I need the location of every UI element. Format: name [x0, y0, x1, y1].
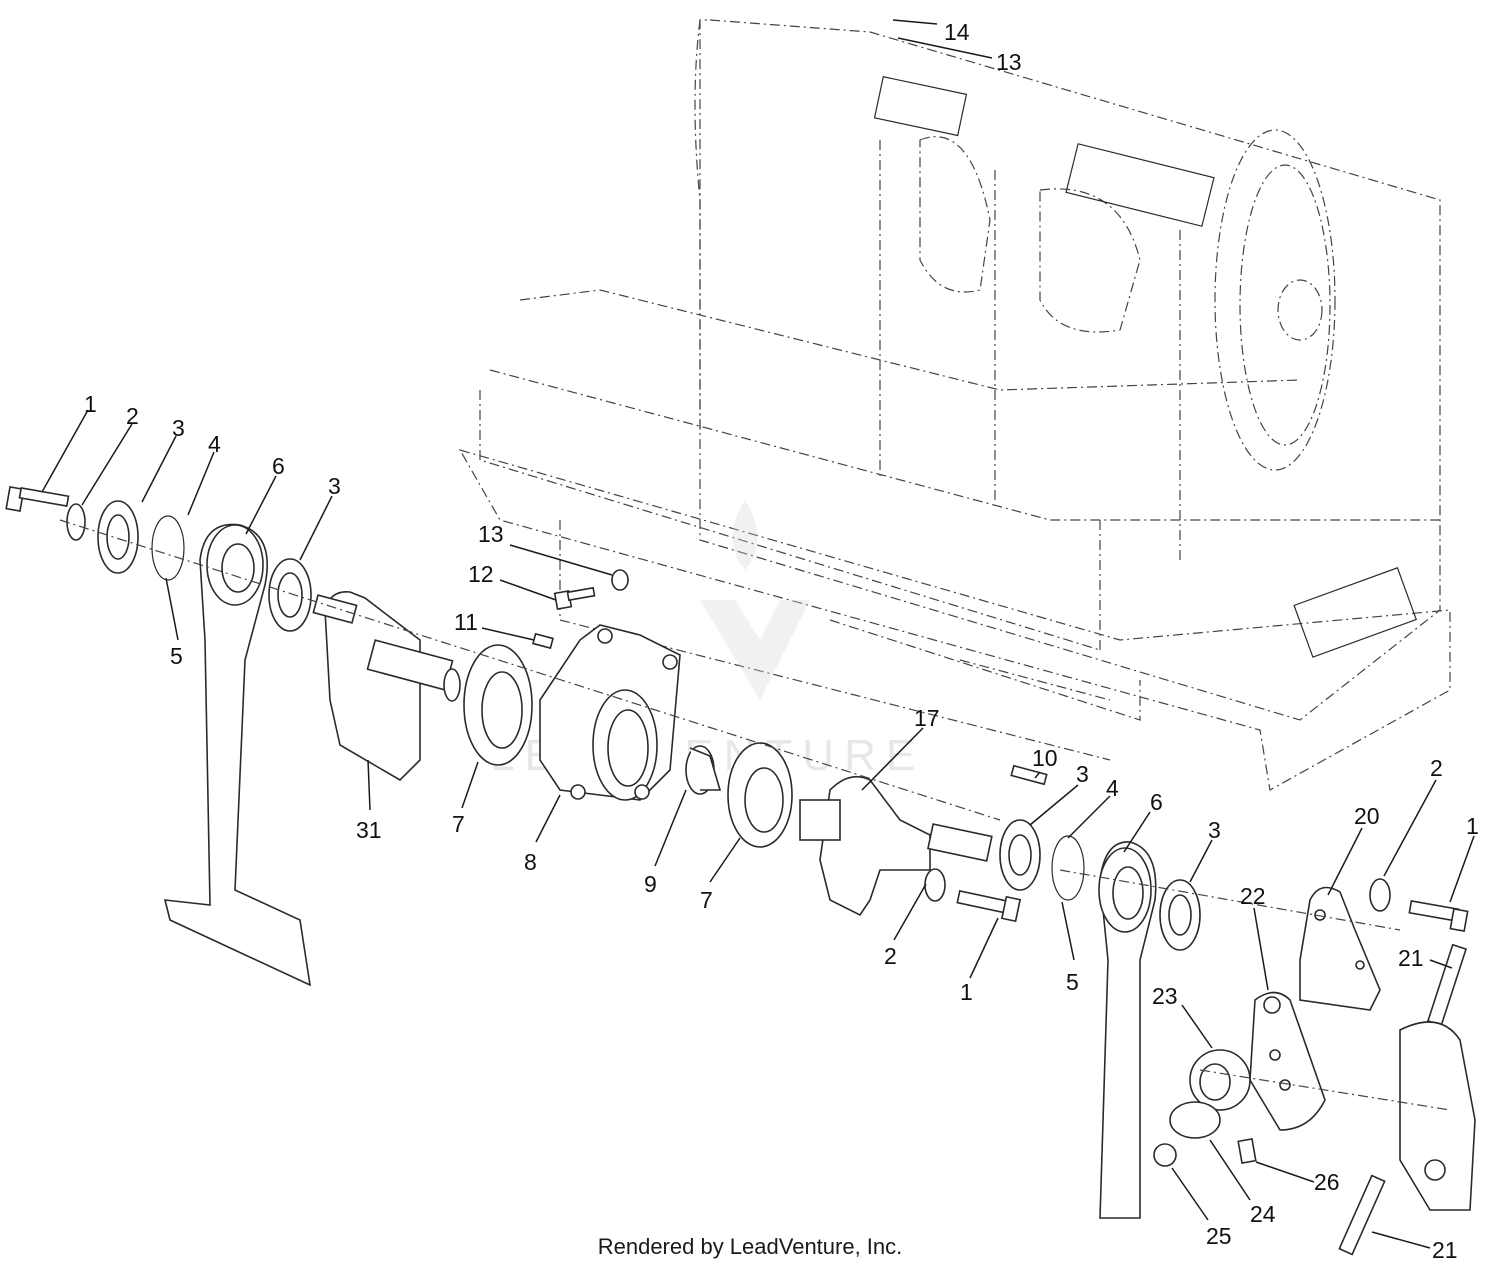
callout-label: 3 — [1208, 817, 1221, 843]
crank-part — [799, 764, 1048, 923]
callout-labels: 1 2 3 4 6 3 5 31 7 8 11 12 13 14 13 9 7 … — [84, 19, 1479, 1263]
connecting-arm-part — [1098, 841, 1157, 1219]
callout-label: 2 — [884, 943, 897, 969]
callout-label: 22 — [1240, 883, 1266, 909]
callout-label: 24 — [1250, 1201, 1276, 1227]
spacer-part — [685, 745, 722, 795]
callout-label: 2 — [1430, 755, 1443, 781]
callout-label: 10 — [1032, 745, 1058, 771]
left-parts — [5, 486, 533, 987]
bearing-part — [1159, 879, 1201, 951]
callout-label: 5 — [170, 643, 183, 669]
render-credit: Rendered by LeadVenture, Inc. — [597, 1234, 903, 1259]
shaft-housing-part — [312, 591, 461, 782]
leader-lines — [41, 19, 1475, 1249]
snap-ring-part — [1051, 835, 1085, 901]
callout-label: 1 — [1466, 813, 1479, 839]
callout-label: 21 — [1432, 1237, 1458, 1263]
bolt-part — [5, 486, 70, 512]
callout-label: 12 — [468, 561, 494, 587]
callout-label: 6 — [1150, 789, 1163, 815]
callout-label: 3 — [172, 415, 185, 441]
callout-label: 3 — [328, 473, 341, 499]
bracket-part — [1153, 878, 1476, 1256]
snap-ring-part — [151, 515, 185, 581]
callout-label: 5 — [1066, 969, 1079, 995]
callout-label: 23 — [1152, 983, 1178, 1009]
callout-label: 7 — [452, 811, 465, 837]
callout-label: 13 — [996, 49, 1022, 75]
callout-label: 3 — [1076, 761, 1089, 787]
callout-label: 4 — [1106, 775, 1119, 801]
washer-part — [66, 503, 86, 541]
callout-label: 13 — [478, 521, 504, 547]
bearing-part — [463, 644, 533, 766]
callout-label: 9 — [644, 871, 657, 897]
frame-assembly — [458, 19, 1451, 791]
callout-label: 7 — [700, 887, 713, 913]
callout-label: 20 — [1354, 803, 1380, 829]
callout-label: 1 — [84, 391, 97, 417]
bearing-part — [999, 819, 1041, 891]
callout-label: 6 — [272, 453, 285, 479]
connecting-arm-part — [163, 523, 312, 987]
callout-label: 8 — [524, 849, 537, 875]
callout-label: 21 — [1398, 945, 1424, 971]
callout-label: 1 — [960, 979, 973, 1005]
callout-label: 25 — [1206, 1223, 1232, 1249]
callout-label: 14 — [944, 19, 970, 45]
callout-label: 26 — [1314, 1169, 1340, 1195]
callout-label: 4 — [208, 431, 221, 457]
callout-label: 2 — [126, 403, 139, 429]
callout-label: 11 — [454, 609, 478, 635]
callout-label: 31 — [356, 817, 382, 843]
callout-label: 17 — [914, 705, 940, 731]
bearing-part — [268, 558, 312, 632]
bearing-housing-part — [532, 569, 681, 801]
centerlines — [59, 519, 1451, 1111]
bearing-part — [97, 500, 139, 574]
bearing-part — [727, 742, 793, 848]
